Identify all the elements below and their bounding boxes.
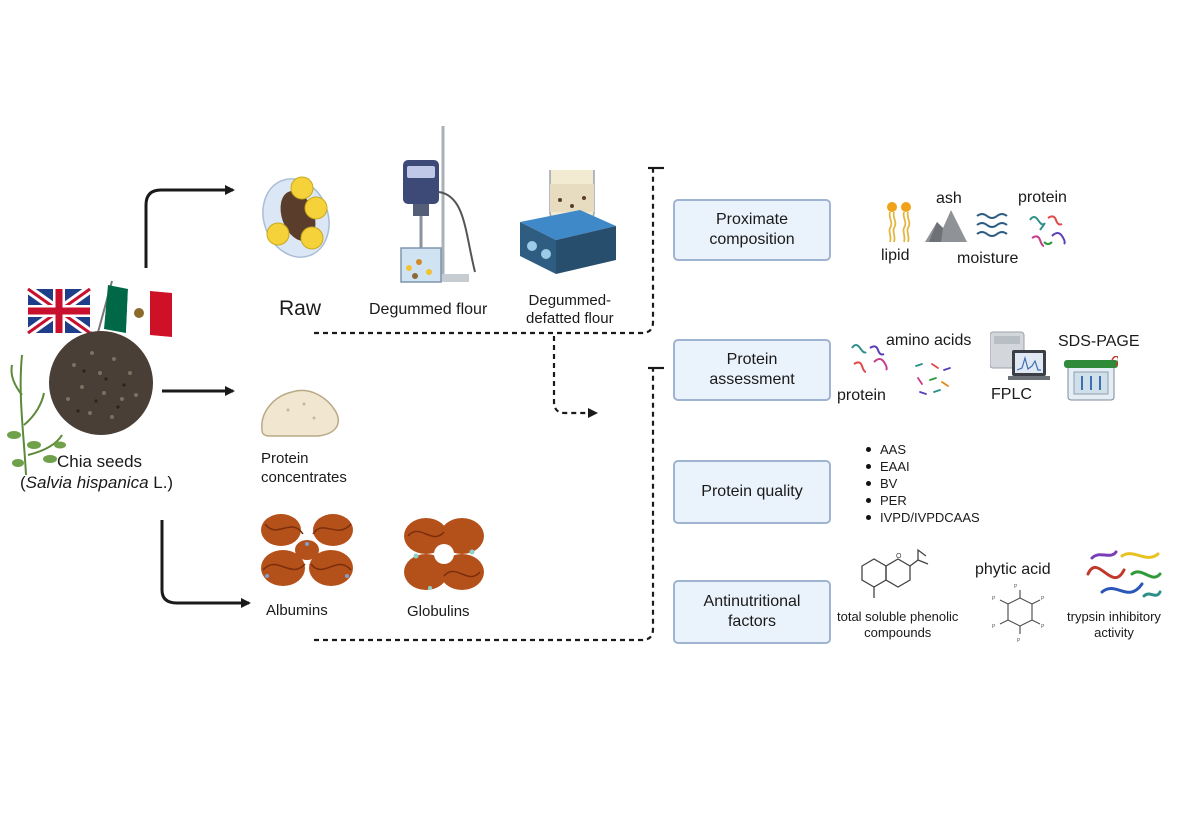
svg-text:P: P [992,624,996,630]
seed-label: Chia seeds [57,452,143,471]
amino-acids-label: amino acids [886,332,972,349]
globulin-structure-icon [404,518,484,590]
fplc-label: FPLC [991,386,1032,403]
antinutritional-factors-box: Antinutritional factors [673,580,831,644]
assessment-protein-icon [851,344,888,373]
dashed-drop-arrow [552,336,598,418]
proximate-protein-label: protein [1018,189,1067,206]
seed-pile-icon [49,331,153,435]
quality-item: BV [864,475,980,492]
ash-label: ash [936,190,962,207]
quality-item: PER [864,492,980,509]
homogenizer-icon [400,126,476,283]
svg-text:P: P [1017,638,1021,644]
phytic-acid-structure-icon: P P P P P P [992,584,1045,644]
svg-text:O: O [896,553,902,560]
powder-icon [261,389,339,437]
albumins-label: Albumins [266,602,328,619]
arrow-to-proteins [160,520,251,608]
mexico-flag-icon [93,280,172,348]
sds-page-icon [1064,356,1118,401]
degummed-defatted-label: Degummed-defatted flour [526,292,614,327]
amino-acids-icon [915,363,951,395]
trypsin-structure-icon [1086,550,1162,598]
globulins-label: Globulins [407,603,470,620]
moisture-label: moisture [957,250,1019,267]
phenolic-structure-icon: O [861,548,929,598]
lipid-label: lipid [881,247,910,264]
protein-quality-box: Protein quality [673,460,831,524]
quality-item: AAS [864,441,980,458]
chia-plant-icon [10,354,63,476]
degummed-flour-label: Degummed flour [369,301,488,318]
svg-text:P: P [1041,596,1045,602]
phytic-acid-label: phytic acid [975,561,1051,578]
ash-icon [925,210,967,242]
arrow-to-raw [144,185,235,268]
lipid-icon [887,202,911,243]
assessment-protein-label: protein [837,387,886,404]
uk-flag-icon [25,285,103,348]
hotplate-icon [520,170,616,274]
quality-item: IVPD/IVPDCAAS [864,509,980,526]
raw-label: Raw [279,297,322,320]
species-label: (Salvia hispanica L.) [20,473,174,492]
dashed-upper-bracket [314,168,655,335]
albumin-structure-icon [261,514,353,586]
svg-text:P: P [1014,584,1018,590]
svg-text:P: P [1041,624,1045,630]
fplc-instrument-icon [990,331,1050,380]
moisture-icon [976,213,1008,237]
protein-assessment-box: Protein assessment [673,339,831,401]
protein-tangle-icon [1029,215,1066,247]
chia-seeds-illustration [7,280,172,476]
quality-item: EAAI [864,458,980,475]
protein-quality-list: AAS EAAI BV PER IVPD/IVPDCAAS [864,441,980,526]
sds-page-label: SDS-PAGE [1058,333,1140,350]
raw-seed-icon [262,176,330,258]
dashed-lower-bracket [314,368,655,642]
proximate-composition-box: Proximate composition [673,199,831,261]
svg-text:P: P [992,596,996,602]
